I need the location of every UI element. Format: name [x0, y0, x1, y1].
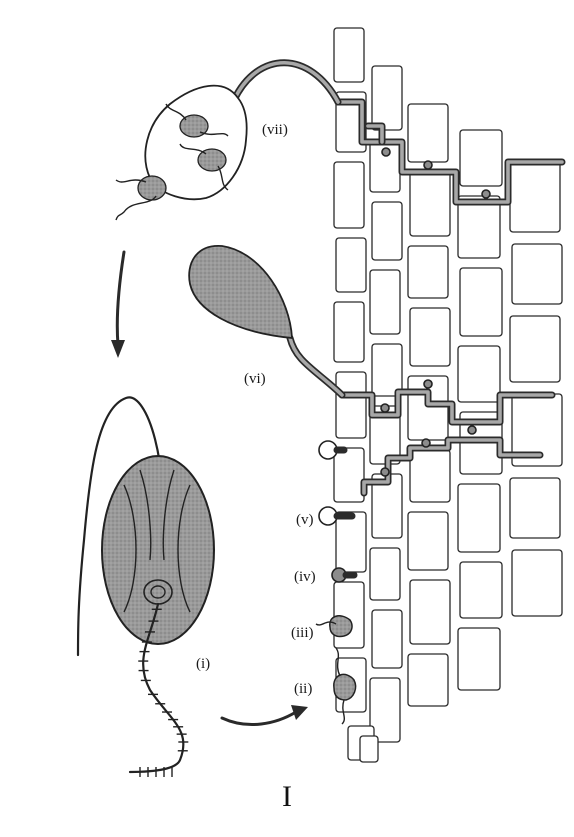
- host-cell: [460, 130, 502, 186]
- host-cell: [410, 450, 450, 502]
- host-cell: [460, 268, 502, 336]
- host-cell: [410, 580, 450, 644]
- host-cell: [372, 344, 402, 396]
- host-cell: [360, 736, 378, 762]
- host-cell: [512, 244, 562, 304]
- host-cell: [408, 246, 448, 298]
- label-iv: (iv): [294, 569, 316, 585]
- figure-label: I: [0, 780, 574, 814]
- host-cell: [336, 372, 366, 438]
- host-cell: [458, 628, 500, 690]
- label-iii: (iii): [291, 625, 314, 641]
- label-vi: (vi): [244, 371, 266, 387]
- host-cell: [460, 562, 502, 618]
- host-cell: [410, 172, 450, 236]
- host-cell: [372, 66, 402, 130]
- host-cell: [372, 202, 402, 260]
- host-cell: [408, 512, 448, 570]
- host-cell: [370, 270, 400, 334]
- host-cell: [510, 316, 560, 382]
- host-cell: [510, 160, 560, 232]
- zoospore-i: [78, 397, 214, 777]
- host-cell: [370, 548, 400, 600]
- label-ii: (ii): [294, 681, 312, 697]
- host-cell: [408, 654, 448, 706]
- label-v: (v): [296, 512, 314, 528]
- host-cell: [458, 346, 500, 402]
- stage-labels: (vii) (vi) (v) (iv) (iii) (ii) (i): [196, 122, 316, 697]
- host-cell: [408, 104, 448, 162]
- host-cell: [372, 610, 402, 668]
- host-cell: [334, 162, 364, 228]
- host-cell: [510, 478, 560, 538]
- host-cell: [336, 512, 366, 572]
- host-cell: [410, 308, 450, 366]
- host-cell: [512, 550, 562, 616]
- host-cell: [334, 448, 364, 502]
- host-cell: [458, 484, 500, 552]
- host-cell: [334, 302, 364, 362]
- zoosporangium-vii: [116, 63, 338, 220]
- host-cell: [336, 238, 366, 292]
- label-vii: (vii): [262, 122, 288, 138]
- label-i: (i): [196, 656, 210, 672]
- host-cell: [334, 28, 364, 82]
